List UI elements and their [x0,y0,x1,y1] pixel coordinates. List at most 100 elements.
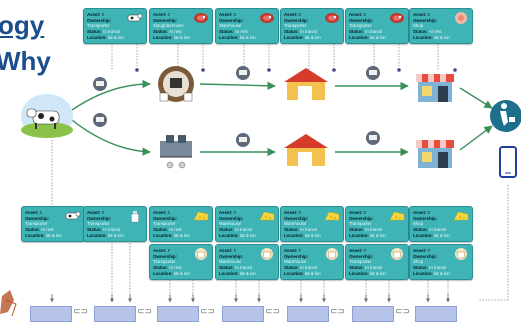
ownership-value: Transporter [87,23,110,28]
ownership-line: Ownership: [219,216,244,221]
asset-line: Asset: 0 [349,210,367,215]
ownership-value: Transporter [25,221,48,226]
asset-line: Asset: 0 [413,12,431,17]
status-line: Status: In transit [219,265,252,270]
ownership-line: Ownership: [153,216,178,221]
ownership-line: Ownership: [413,254,438,259]
asset-line: Asset: 0 [153,12,171,17]
ownership-value: Warehouse [284,259,307,264]
ownership-value: Warehouse [284,221,307,226]
title-line-2: Why [0,46,51,76]
location-line: Location: lat & lon [413,35,450,40]
ownership-line: Ownership: [413,216,438,221]
ownership-value: Transporter [87,221,110,226]
asset-line: Asset: 0 [284,210,302,215]
ownership-line: Ownership: [349,216,374,221]
status-line: Status: At rest [413,29,442,34]
bottom-asset-card-b-3: Asset: F Ownership: Warehouse Status: In… [280,244,344,280]
truck-icon [93,66,380,147]
asset-line: Asset: 0 [87,210,105,215]
ownership-line: Ownership: [153,18,178,23]
status-line: Status: In transit [87,227,120,232]
bottom-asset-card-b-4: Asset: F Ownership: Transporter Status: … [345,244,409,280]
location-line: Location: lat & lon [413,233,450,238]
bottom-asset-card-b-1: Asset: F Ownership: Transporter Status: … [149,244,213,280]
cheese-icon [193,211,209,221]
dairy-factory-icon [160,135,192,169]
ownership-line: Ownership: [87,216,112,221]
chain-link-icon: ⊂⊃ [73,307,89,317]
yogurt-icon [195,248,207,260]
asset-line: Asset: 0 [219,12,237,17]
chain-link-icon: ⊂⊃ [137,307,153,317]
bottom-asset-card-b-2: Asset: F Ownership: Warehouse Status: In… [215,244,279,280]
yogurt-icon [261,248,273,260]
ownership-line: Ownership: [349,254,374,259]
ownership-value: Shop [413,221,424,226]
bottom-asset-card-a-1: Asset: 0 Ownership: Transporter Status: … [21,206,85,242]
top-asset-card-6: Asset: 0 Ownership: Shop Status: At rest… [409,8,473,44]
ownership-value: Transporter [153,259,176,264]
steak-icon [325,13,339,23]
ownership-value: Warehouse [219,23,242,28]
steak-icon [260,13,274,23]
location-line: Location: lat & lon [87,233,124,238]
ownership-line: Ownership: [284,18,309,23]
warehouse-icon [284,68,328,166]
status-line: Status: In transit [87,29,120,34]
consumer-icon [490,100,521,132]
top-connectors [51,44,509,301]
ownership-value: Transporter [153,221,176,226]
asset-line: Asset: 0 [284,12,302,17]
location-line: Location: lat & lon [284,233,321,238]
asset-line: Asset: 0 [87,12,105,17]
top-asset-card-2: Asset: 0 Ownership: Slaughterhouse Statu… [149,8,213,44]
bottom-asset-card-a-7: Asset: 0 Ownership: Shop Status: In tran… [409,206,473,242]
location-line: Location: lat & lon [413,271,450,276]
ownership-line: Ownership: [413,18,438,23]
ownership-line: Ownership: [284,216,309,221]
connector-dots [135,68,457,72]
asset-line: Asset: F [349,248,367,253]
asset-line: Asset: 0 [25,210,43,215]
ownership-line: Ownership: [219,18,244,23]
cow-icon [127,13,143,22]
ownership-value: Slaughterhouse [153,23,184,28]
ownership-value: Warehouse [219,221,242,226]
ownership-value: Shop [413,23,424,28]
shop-icon [416,74,454,168]
status-line: Status: In transit [413,265,446,270]
milk-bottle-icon [131,211,139,223]
smartphone-icon [499,146,517,178]
ownership-value: Warehouse [219,259,242,264]
location-line: Location: lat & lon [349,233,386,238]
top-asset-card-5: Asset: 0 Ownership: Transporter Status: … [345,8,409,44]
status-line: Status: At rest [219,29,248,34]
asset-line: Asset: 0 [349,12,367,17]
ownership-line: Ownership: [284,254,309,259]
location-line: Location: lat & lon [219,35,256,40]
location-line: Location: lat & lon [284,35,321,40]
status-line: Status: In transit [413,227,446,232]
steak-icon [390,13,404,23]
ownership-line: Ownership: [25,216,50,221]
location-line: Location: lat & lon [219,271,256,276]
title-line-1: ogy [0,10,45,40]
location-line: Location: lat & lon [349,35,386,40]
bottom-asset-card-a-2: Asset: 0 Ownership: Transporter Status: … [83,206,147,242]
bottom-asset-card-a-5: Asset: 0 Ownership: Warehouse Status: In… [280,206,344,242]
asset-line: Asset: 0 [413,210,431,215]
ownership-value: Transporter [284,23,307,28]
ownership-line: Ownership: [219,254,244,259]
cow-in-field-icon [21,94,73,138]
asset-line: Asset: 0 [219,210,237,215]
location-line: Location: lat & lon [349,271,386,276]
status-line: Status: In transit [284,227,317,232]
ownership-line: Ownership: [153,254,178,259]
decorative-mark-icon [0,290,17,317]
asset-line: Asset: F [284,248,302,253]
chain-link-icon: ⊂⊃ [395,307,411,317]
asset-line: Asset: F [413,248,431,253]
bottom-asset-card-a-3: Asset: 0 Ownership: Transporter Status: … [149,206,213,242]
